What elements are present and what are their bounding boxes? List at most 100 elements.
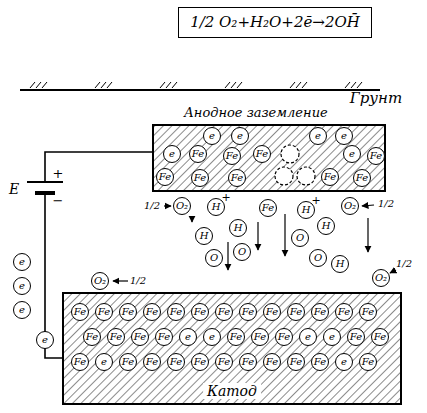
atom-circle: Fe [227,328,245,346]
atom-circle: e [203,127,221,145]
atom-circle: Fe [239,353,257,371]
anode-heading: Анодное заземление [184,105,328,120]
atom-circle: Fe [107,328,125,346]
atom-symbol: Fe [218,307,230,317]
atom-symbol: Fe [278,332,290,342]
atom-symbol: Fe [194,173,206,183]
atom-circle: Fe [143,353,161,371]
atom-circle: O [233,243,251,261]
atom-symbol: Fe [122,357,134,367]
atom-symbol: Fe [362,357,374,367]
cathode-label: Катод [203,383,261,399]
atom-circle: e [179,328,197,346]
atom-circle: Fe [83,328,101,346]
atom-symbol: e [349,149,355,159]
atom-symbol: e [315,131,321,141]
atom-symbol: Fe [242,307,254,317]
atom-circle: e [203,328,221,346]
fraction: 1/2 [396,259,412,269]
atom-circle: Fe [71,353,89,371]
atom-circle: Fe [275,328,293,346]
atom-symbol: H [322,221,331,231]
atom-symbol: e [101,357,107,367]
atom-circle: O [205,249,223,267]
atom-circle: Fe [156,168,174,186]
atom-circle: Fe [191,303,209,321]
atom-symbol: H [212,202,221,212]
atom-circle: e [343,145,361,163]
atom-symbol: Fe [314,307,326,317]
anode-ground: Анодное заземлениеeeeeeFeFeFeeFeFeFeFeFe… [152,124,386,192]
atom-symbol: Fe [86,332,98,342]
atom-symbol: e [19,305,25,315]
atom-symbol: Fe [356,173,368,183]
atom-symbol: O₂ [176,201,188,211]
atom-circle: e [13,301,31,319]
atom-circle: e [335,353,353,371]
ground-surface [20,89,380,91]
plus-sign: + [53,167,64,180]
atom-circle: Fe [287,303,305,321]
atom-symbol: Fe [262,203,274,213]
atom-symbol: Fe [194,307,206,317]
migration-arrows [113,205,396,281]
atom-circle: e [323,328,341,346]
atom-circle: O₂ [173,197,191,215]
atom-symbol: e [42,335,48,345]
atom-symbol: Fe [146,307,158,317]
soil-label: Грунт [350,91,402,106]
atom-circle: Fe [347,328,365,346]
atom-circle: Fe [119,353,137,371]
ground-hatch [30,82,362,88]
cathode: КатодFeFeFeFeFeFeFeFeFeFeFeFeFeFeFeFeFee… [62,292,402,405]
atom-circle: e [13,253,31,271]
atom-circle: Fe [143,303,161,321]
atom-circle: H [195,227,213,245]
atom-symbol: Fe [110,332,122,342]
atom-circle: e [309,127,327,145]
atom-symbol: H [234,223,243,233]
atom-circle: Fe [191,169,209,187]
atom-symbol: Fe [134,332,146,342]
atom-circle: Fe [191,353,209,371]
atom-circle: O₂ [372,269,390,287]
atom-symbol: Fe [230,332,242,342]
atom-circle: Fe [239,303,257,321]
atom-circle: Fe [263,303,281,321]
atom-symbol: e [341,357,347,367]
atom-symbol: Fe [314,357,326,367]
atom-symbol: e [329,332,335,342]
atom-symbol: Fe [242,357,254,367]
cathode-hatch [62,292,402,405]
atom-circle: Fe [353,169,371,187]
atom-circle: Fe [95,303,113,321]
atom-circle: e [13,277,31,295]
atom-symbol: O₂ [94,276,106,286]
atom-circle: Fe [155,328,173,346]
atom-circle: Fe [71,303,89,321]
atom-symbol: Fe [192,149,204,159]
atom-circle: e [163,145,181,163]
atom-circle: Fe [321,168,339,186]
atom-symbol: H [302,205,311,215]
atom-symbol: Fe [122,307,134,317]
fraction: 1/2 [144,201,160,211]
atom-symbol: Fe [256,149,268,159]
reaction-formula: 1/2 O₂+H₂O+2ē→2OH̄ [190,15,360,30]
atom-symbol: e [237,131,243,141]
atom-circle: O₂ [91,272,109,290]
atom-symbol: O [296,233,304,243]
atom-circle: Fe [367,147,385,165]
atom-symbol: O [314,253,322,263]
atom-symbol: Fe [74,307,86,317]
atom-symbol: Fe [362,307,374,317]
atom-symbol: H [200,231,209,241]
atom-circle: e [335,127,353,145]
atom-symbol: Fe [290,357,302,367]
atom-symbol: Fe [231,173,243,183]
minus-sign: − [53,194,64,207]
atom-circle: H [229,219,247,237]
atom-symbol: e [185,332,191,342]
ion-charge: + [221,192,230,203]
atom-circle: Fe [167,303,185,321]
